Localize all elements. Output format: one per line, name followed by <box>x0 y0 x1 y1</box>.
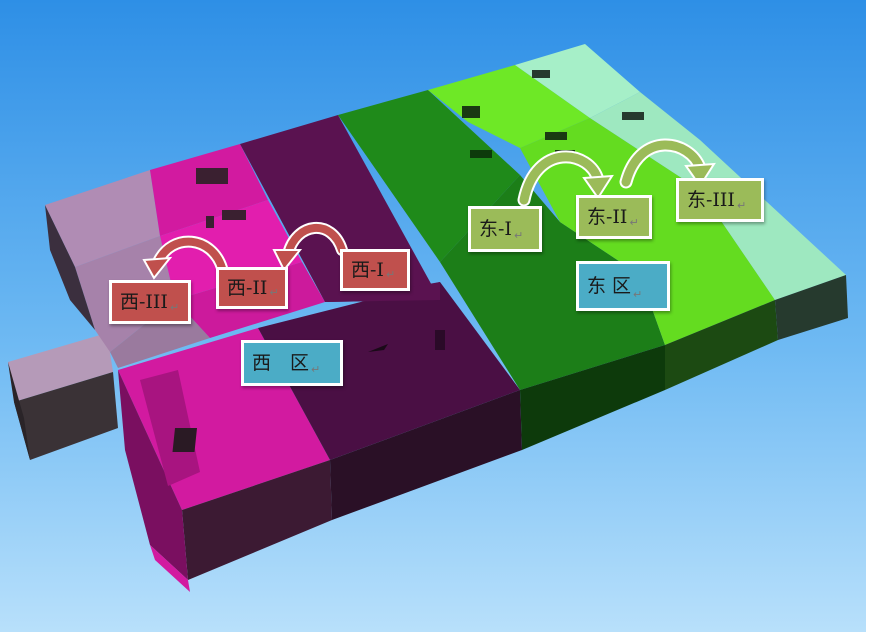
label-west-2: 西-II↵ <box>216 267 288 309</box>
east-arrow-1-to-2 <box>517 150 614 207</box>
label-east-1: 东-I↵ <box>468 206 542 252</box>
west-arrow-1-to-2 <box>272 221 348 272</box>
annex-block <box>8 333 118 460</box>
label-west-3: 西-III↵ <box>109 280 191 324</box>
east-arrow-2-to-3 <box>619 138 716 189</box>
label-east-3: 东-III↵ <box>676 178 764 222</box>
label-east-2: 东-II↵ <box>576 195 652 239</box>
label-west-zone: 西 区↵ <box>241 340 343 386</box>
label-east-zone: 东 区↵ <box>576 261 670 311</box>
west-arrow-2-to-3 <box>142 235 228 280</box>
label-west-1: 西-I↵ <box>340 249 410 291</box>
